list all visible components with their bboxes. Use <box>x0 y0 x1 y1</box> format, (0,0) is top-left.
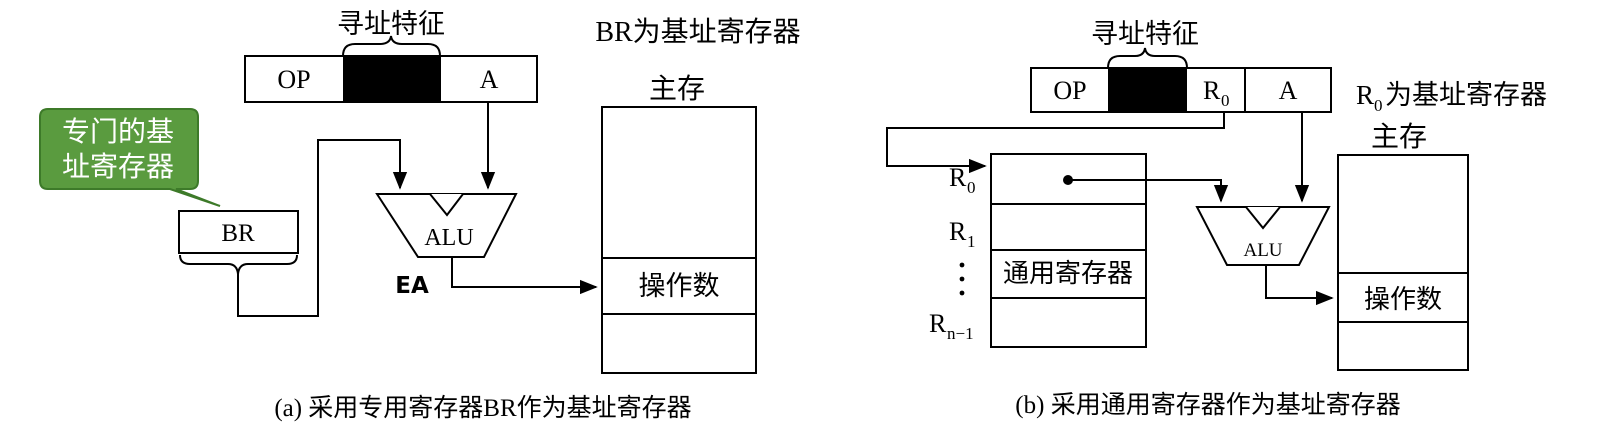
svg-text:n−1: n−1 <box>947 324 974 343</box>
feature-brace-b <box>1107 47 1188 69</box>
r0-field-main: R <box>1203 76 1221 105</box>
register-label-r1: R 1 <box>949 217 976 251</box>
main-memory-title-b: 主存 <box>1371 121 1427 153</box>
svg-text:0: 0 <box>967 178 976 197</box>
callout-line-2: 址寄存器 <box>62 151 174 183</box>
a-field: A <box>480 65 499 94</box>
ea-label: EA <box>395 273 429 299</box>
br-to-alu-wire <box>237 139 408 317</box>
dedicated-base-register-callout: 专门的基 址寄存器 <box>39 108 221 207</box>
instruction-format: OP A <box>244 55 538 103</box>
addressing-feature-label: 寻址特征 <box>337 9 445 39</box>
r0-to-alu-wire <box>1068 179 1229 203</box>
callout-line-1: 专门的基 <box>62 116 174 148</box>
register-label-rn-1: R n−1 <box>929 309 974 343</box>
svg-text:R: R <box>929 309 947 338</box>
addressing-feature-field <box>343 56 440 102</box>
op-field-b: OP <box>1053 76 1086 105</box>
alu-label: ALU <box>424 225 473 251</box>
feature-brace <box>342 35 441 57</box>
register-ellipsis <box>959 262 965 296</box>
svg-text:1: 1 <box>967 232 976 251</box>
instruction-format-b: OP R 0 A <box>1030 67 1332 113</box>
addressing-feature-label-b: 寻址特征 <box>1091 19 1199 49</box>
callout-bubble <box>39 108 221 207</box>
svg-text:R: R <box>949 163 967 192</box>
main-memory-title: 主存 <box>649 73 705 105</box>
alu-shape-b <box>1195 206 1331 266</box>
r0-field-sub: 0 <box>1221 91 1230 110</box>
alu-shape <box>375 193 518 258</box>
br-brace <box>179 254 298 275</box>
operand-cell-b: 操作数 <box>1364 285 1442 314</box>
panel-a: 寻址特征 BR为基址寄存器 OP A 主存 操作数 专门的基 址寄存器 BR <box>39 9 801 422</box>
br-label: BR <box>221 220 255 247</box>
svg-text:0: 0 <box>1374 96 1383 115</box>
ea-to-memory-wire-b <box>1265 265 1334 306</box>
a-field-b: A <box>1279 76 1298 105</box>
br-register <box>178 210 299 254</box>
panel-b: 寻址特征 OP R 0 A R 0 为基址寄存器 主存 通用寄存器 <box>886 19 1547 419</box>
br-base-register-note: BR为基址寄存器 <box>595 16 800 48</box>
caption-a: (a) 采用专用寄存器BR作为基址寄存器 <box>274 394 691 422</box>
r0-base-register-note: R 0 为基址寄存器 <box>1356 80 1547 115</box>
alu-label-b: ALU <box>1243 240 1282 261</box>
addressing-feature-field-b <box>1108 68 1187 112</box>
ea-to-memory-wire <box>451 257 598 295</box>
register-file: 通用寄存器 <box>990 153 1147 348</box>
svg-text:R: R <box>1356 80 1374 110</box>
main-memory-b: 操作数 <box>1337 154 1469 371</box>
general-registers-label: 通用寄存器 <box>1003 259 1133 288</box>
svg-text:为基址寄存器: 为基址寄存器 <box>1385 80 1547 110</box>
svg-text:R: R <box>949 217 967 246</box>
caption-b: (b) 采用通用寄存器作为基址寄存器 <box>1015 391 1400 419</box>
op-field: OP <box>277 65 310 94</box>
main-memory: 操作数 <box>601 106 757 374</box>
register-label-r0: R 0 <box>949 163 976 197</box>
r0-select-wire <box>886 112 1225 174</box>
operand-cell: 操作数 <box>639 271 720 301</box>
